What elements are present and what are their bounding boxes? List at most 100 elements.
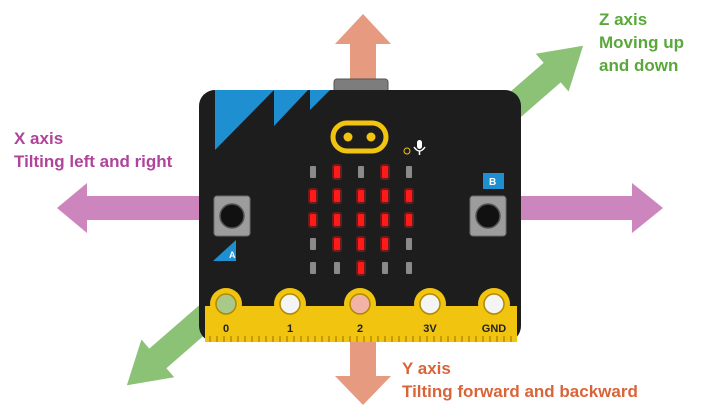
pin-0[interactable]: 0 — [210, 288, 242, 335]
edge-tooth — [447, 336, 449, 342]
edge-tooth — [251, 336, 253, 342]
led-off — [310, 238, 316, 250]
edge-tooth — [398, 336, 400, 342]
board-accent — [274, 90, 308, 126]
microphone-icon — [413, 140, 426, 155]
edge-tooth — [412, 336, 414, 342]
led-off — [358, 166, 364, 178]
edge-tooth — [496, 336, 498, 342]
board-accent — [310, 90, 330, 110]
edge-tooth — [279, 336, 281, 342]
edge-connector: 0 1 2 3V GND — [205, 288, 517, 342]
edge-tooth — [293, 336, 295, 342]
button-b[interactable] — [469, 195, 507, 237]
led-on — [382, 166, 388, 178]
led-off — [310, 262, 316, 274]
edge-tooth — [475, 336, 477, 342]
edge-tooth — [391, 336, 393, 342]
touch-logo-dot — [343, 132, 353, 142]
led-on — [334, 214, 340, 226]
led-on — [310, 190, 316, 202]
button-a-marker — [213, 240, 236, 261]
z-axis-label: Z axis Moving up and down — [599, 8, 684, 77]
y-axis-label: Y axis Tilting forward and backward — [402, 357, 638, 403]
led-off — [406, 166, 412, 178]
y-axis-title: Y axis — [402, 359, 451, 378]
button-b-label: B — [489, 177, 496, 188]
led-on — [382, 214, 388, 226]
pin-hole — [419, 293, 441, 315]
led-off — [382, 262, 388, 274]
edge-tooth — [342, 336, 344, 342]
edge-tooth — [286, 336, 288, 342]
led-on — [334, 190, 340, 202]
pin-label: GND — [482, 323, 507, 335]
led-on — [358, 214, 364, 226]
edge-tooth — [272, 336, 274, 342]
z-axis-title: Z axis — [599, 10, 648, 29]
edge-tooth — [461, 336, 463, 342]
edge-tooth — [237, 336, 239, 342]
led-on — [382, 238, 388, 250]
led-off — [406, 238, 412, 250]
led-off — [406, 262, 412, 274]
y-axis-arrow-up — [335, 14, 391, 92]
led-on — [382, 190, 388, 202]
edge-tooth — [265, 336, 267, 342]
led-on — [406, 214, 412, 226]
edge-tooth — [314, 336, 316, 342]
edge-tooth — [335, 336, 337, 342]
edge-tooth — [503, 336, 505, 342]
edge-tooth — [468, 336, 470, 342]
pin-2[interactable]: 2 — [344, 288, 376, 335]
led-on — [334, 166, 340, 178]
edge-tooth — [440, 336, 442, 342]
pin-hole — [279, 293, 301, 315]
edge-tooth — [454, 336, 456, 342]
pin-label: 2 — [357, 323, 363, 335]
z-axis-description-line1: Moving up — [599, 33, 684, 52]
button-a[interactable] — [213, 195, 251, 237]
pin-hole — [349, 293, 371, 315]
led-on — [358, 262, 364, 274]
pin-gnd[interactable]: GND — [478, 288, 510, 335]
button-a-label: A — [229, 250, 236, 260]
led-off — [334, 262, 340, 274]
pin-label: 0 — [223, 323, 229, 335]
led-on — [358, 190, 364, 202]
edge-tooth — [230, 336, 232, 342]
edge-tooth — [384, 336, 386, 342]
edge-tooth — [349, 336, 351, 342]
x-axis-title: X axis — [14, 129, 64, 148]
x-axis-arrow-right — [510, 183, 663, 233]
edge-tooth — [482, 336, 484, 342]
led-on — [358, 238, 364, 250]
edge-tooth — [244, 336, 246, 342]
pin-label: 1 — [287, 323, 293, 335]
edge-tooth — [321, 336, 323, 342]
z-axis-description-line2: and down — [599, 56, 679, 75]
edge-tooth — [489, 336, 491, 342]
edge-tooth — [419, 336, 421, 342]
x-axis-label: X axis Tilting left and right — [14, 127, 172, 173]
led-matrix — [308, 164, 414, 276]
edge-tooth — [328, 336, 330, 342]
edge-tooth — [370, 336, 372, 342]
touch-logo-icon — [330, 120, 389, 154]
edge-tooth — [300, 336, 302, 342]
edge-tooth — [223, 336, 225, 342]
led-on — [310, 214, 316, 226]
x-axis-arrow-left — [57, 183, 210, 233]
edge-tooth — [405, 336, 407, 342]
edge-tooth — [216, 336, 218, 342]
board-accent — [215, 90, 274, 150]
pin-3v[interactable]: 3V — [414, 288, 446, 335]
pin-1[interactable]: 1 — [274, 288, 306, 335]
edge-tooth — [258, 336, 260, 342]
y-axis-description: Tilting forward and backward — [402, 382, 638, 401]
pin-hole — [483, 293, 505, 315]
edge-tooth — [307, 336, 309, 342]
edge-tooth — [510, 336, 512, 342]
button-b-marker — [483, 173, 504, 189]
led-on — [406, 190, 412, 202]
